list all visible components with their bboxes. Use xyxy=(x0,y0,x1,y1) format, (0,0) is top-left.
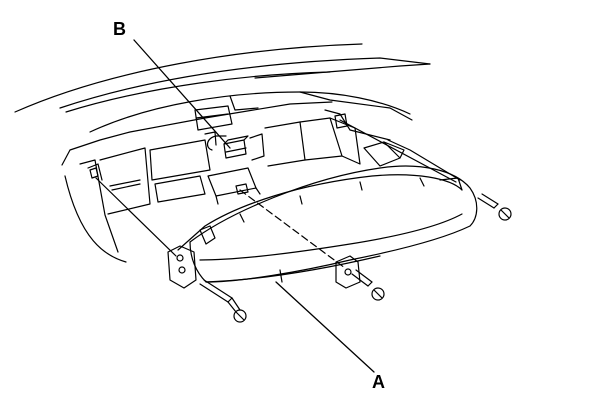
screw-center xyxy=(351,269,385,301)
mounting-tabs xyxy=(167,245,361,289)
dashboard-top xyxy=(14,43,431,133)
callout-label-a: A xyxy=(372,372,385,392)
screw-left xyxy=(199,279,247,323)
screw-right xyxy=(477,193,512,221)
leader-lines xyxy=(133,39,375,373)
cluster-bay xyxy=(61,95,461,263)
connector-b xyxy=(206,135,249,159)
alignment-lines xyxy=(95,119,457,269)
callout-label-b: B xyxy=(113,19,126,39)
instrument-cluster-a xyxy=(177,165,478,283)
